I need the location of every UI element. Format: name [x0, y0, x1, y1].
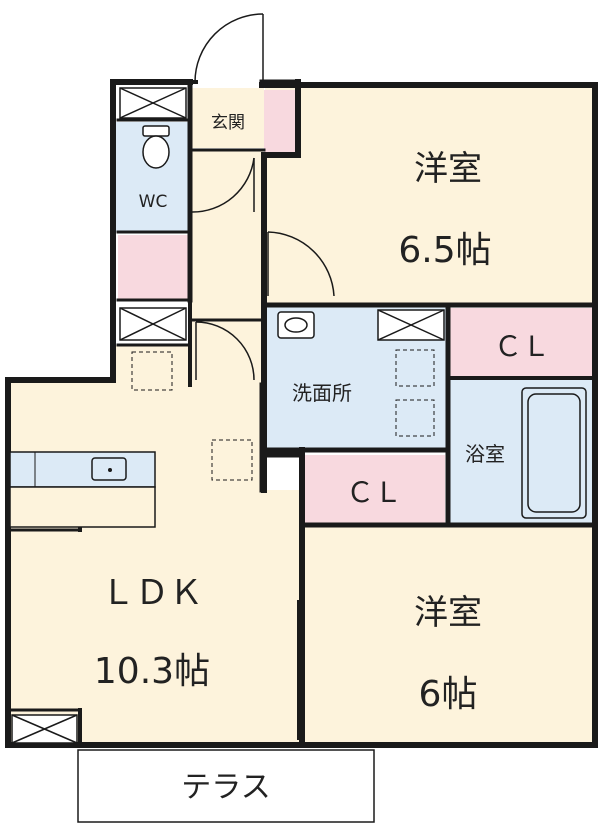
toilet-icon: [142, 125, 170, 169]
closet-1-floor: [450, 308, 595, 378]
closet-2-name: ＣＬ: [346, 476, 402, 509]
entrance-shoe-box: [264, 90, 296, 152]
bathroom-name: 浴室: [465, 442, 505, 466]
ldk-size: 10.3帖: [94, 651, 210, 692]
storage-x-3: [377, 309, 445, 341]
western-room-1-floor: [265, 85, 595, 305]
closet-1-name: ＣＬ: [494, 330, 550, 363]
ventilation-icons: [131, 349, 435, 481]
terrace-name: テラス: [181, 770, 270, 805]
storage-x-1: [119, 87, 187, 119]
bathtub-icon: [521, 387, 587, 519]
western-room-2-size: 6帖: [419, 674, 478, 715]
western-room-2-name: 洋室: [414, 593, 482, 633]
ldk-floor: [8, 345, 300, 745]
kitchen-counter: [9, 451, 156, 528]
western-room-2-floor: [302, 525, 595, 745]
doors: [191, 13, 410, 740]
western-room-1-size: 6.5帖: [398, 230, 491, 271]
storage-x-2: [119, 307, 187, 341]
western-room-1-name: 洋室: [414, 149, 482, 189]
closet-2-floor: [305, 455, 445, 523]
washroom-name: 洗面所: [292, 381, 352, 405]
walls: [5, 79, 598, 748]
storage-x-5: [11, 714, 78, 744]
terrace: [77, 749, 375, 823]
entrance-floor: [192, 88, 264, 148]
entrance-name: 玄関: [211, 113, 245, 133]
ldk-name: ＬＤＫ: [101, 573, 203, 613]
storage-pink-1: [118, 235, 188, 300]
washbasin-icon: [277, 311, 315, 339]
toilet-name: WC: [139, 192, 168, 212]
hallway-floor: [188, 150, 263, 385]
